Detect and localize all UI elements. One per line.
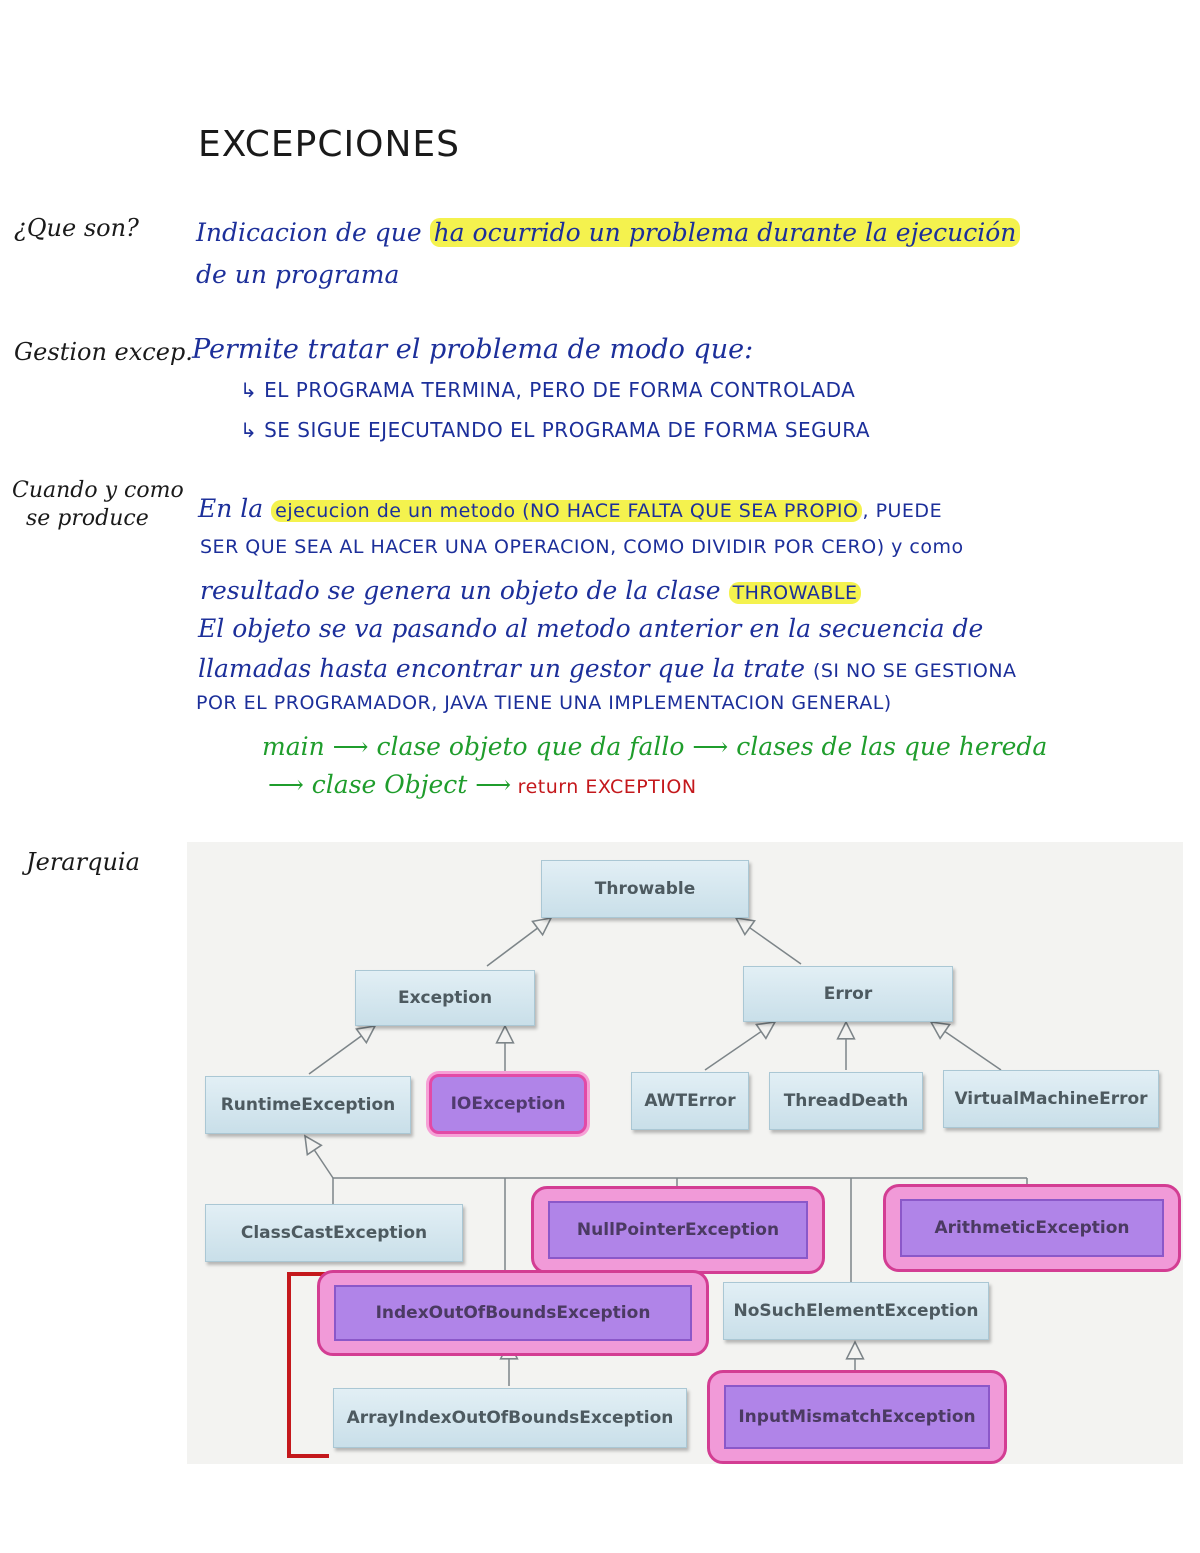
node-nosuchelementexception: NoSuchElementException — [723, 1282, 989, 1340]
cuando-line-1: En la ejecucion de un metodo (NO HACE FA… — [198, 494, 942, 523]
node-virtualmachineerror: VirtualMachineError — [943, 1070, 1159, 1128]
gestion-sub-2: ↳ SE SIGUE EJECUTANDO EL PROGRAMA DE FOR… — [240, 418, 871, 442]
gestion-line-1: Permite tratar el problema de modo que: — [192, 334, 754, 365]
label-cuando-2: se produce — [26, 506, 149, 531]
node-inputmismatch-highlight: InputMismatchException — [707, 1370, 1007, 1464]
cuando-line-3-pre: resultado se genera un objeto de la clas… — [200, 576, 729, 605]
que-son-line-2: de un programa — [196, 260, 400, 289]
diagram-connectors — [287, 916, 1028, 1458]
node-nullpointerexception-highlight: NullPointerException — [531, 1186, 825, 1274]
node-arithmeticexception: ArithmeticException — [900, 1199, 1164, 1257]
cuando-line-5-caps: (SI NO SE GESTIONA — [812, 660, 1017, 682]
cuando-line-3: resultado se genera un objeto de la clas… — [200, 576, 862, 605]
node-arithmeticexception-highlight: ArithmeticException — [883, 1184, 1181, 1272]
label-jerarquia: Jerarquia — [26, 848, 140, 876]
cuando-line-5-pre: llamadas hasta encontrar un gestor que l… — [198, 654, 813, 683]
page-title: EXCEPCIONES — [198, 124, 460, 165]
que-son-highlight: ha ocurrido un problema durante la ejecu… — [429, 218, 1021, 247]
gestion-sub-1: ↳ EL PROGRAMA TERMINA, PERO DE FORMA CON… — [240, 378, 856, 402]
label-cuando-1: Cuando y como — [12, 478, 184, 503]
exception-hierarchy-diagram: Throwable Exception Error RuntimeExcepti… — [187, 842, 1183, 1464]
cuando-line-6: POR EL PROGRAMADOR, JAVA TIENE UNA IMPLE… — [196, 692, 892, 714]
call-chain-line-1: main ⟶ clase objeto que da fallo ⟶ clase… — [262, 732, 1048, 761]
node-ioexception: IOException — [429, 1074, 587, 1134]
node-inputmismatchexception: InputMismatchException — [724, 1385, 990, 1449]
node-awterror: AWTError — [631, 1072, 749, 1130]
label-gestion: Gestion excep. — [14, 338, 193, 366]
que-son-line-1: Indicacion de que ha ocurrido un problem… — [196, 218, 1021, 247]
cuando-line-3-highlight: THROWABLE — [728, 582, 862, 604]
node-arrayindexoutofboundsexception: ArrayIndexOutOfBoundsException — [333, 1388, 687, 1448]
node-runtime-exception: RuntimeException — [205, 1076, 411, 1134]
cuando-line-5: llamadas hasta encontrar un gestor que l… — [198, 654, 1017, 683]
node-nullpointerexception: NullPointerException — [548, 1201, 808, 1259]
node-indexoutofboundsexception: IndexOutOfBoundsException — [334, 1285, 692, 1341]
node-throwable: Throwable — [541, 860, 749, 918]
cuando-line-1-highlight: ejecucion de un metodo (NO HACE FALTA QU… — [271, 500, 863, 522]
node-exception: Exception — [355, 970, 535, 1026]
node-error: Error — [743, 966, 953, 1022]
cuando-line-2: SER QUE SEA AL HACER UNA OPERACION, COMO… — [200, 536, 964, 558]
que-son-text: Indicacion de que — [196, 218, 430, 247]
call-chain-red: return EXCEPTION — [511, 776, 697, 798]
node-threaddeath: ThreadDeath — [769, 1072, 923, 1130]
cuando-line-1-post: , PUEDE — [862, 500, 943, 522]
call-chain-green: ⟶ clase Object ⟶ — [268, 770, 512, 799]
node-indexoutofbounds-highlight: IndexOutOfBoundsException — [317, 1270, 709, 1356]
label-que-son: ¿Que son? — [14, 214, 139, 242]
cuando-line-1-pre: En la — [198, 494, 272, 523]
call-chain-line-2: ⟶ clase Object ⟶ return EXCEPTION — [268, 770, 697, 799]
node-classcastexception: ClassCastException — [205, 1204, 463, 1262]
cuando-line-4: El objeto se va pasando al metodo anteri… — [198, 614, 984, 643]
